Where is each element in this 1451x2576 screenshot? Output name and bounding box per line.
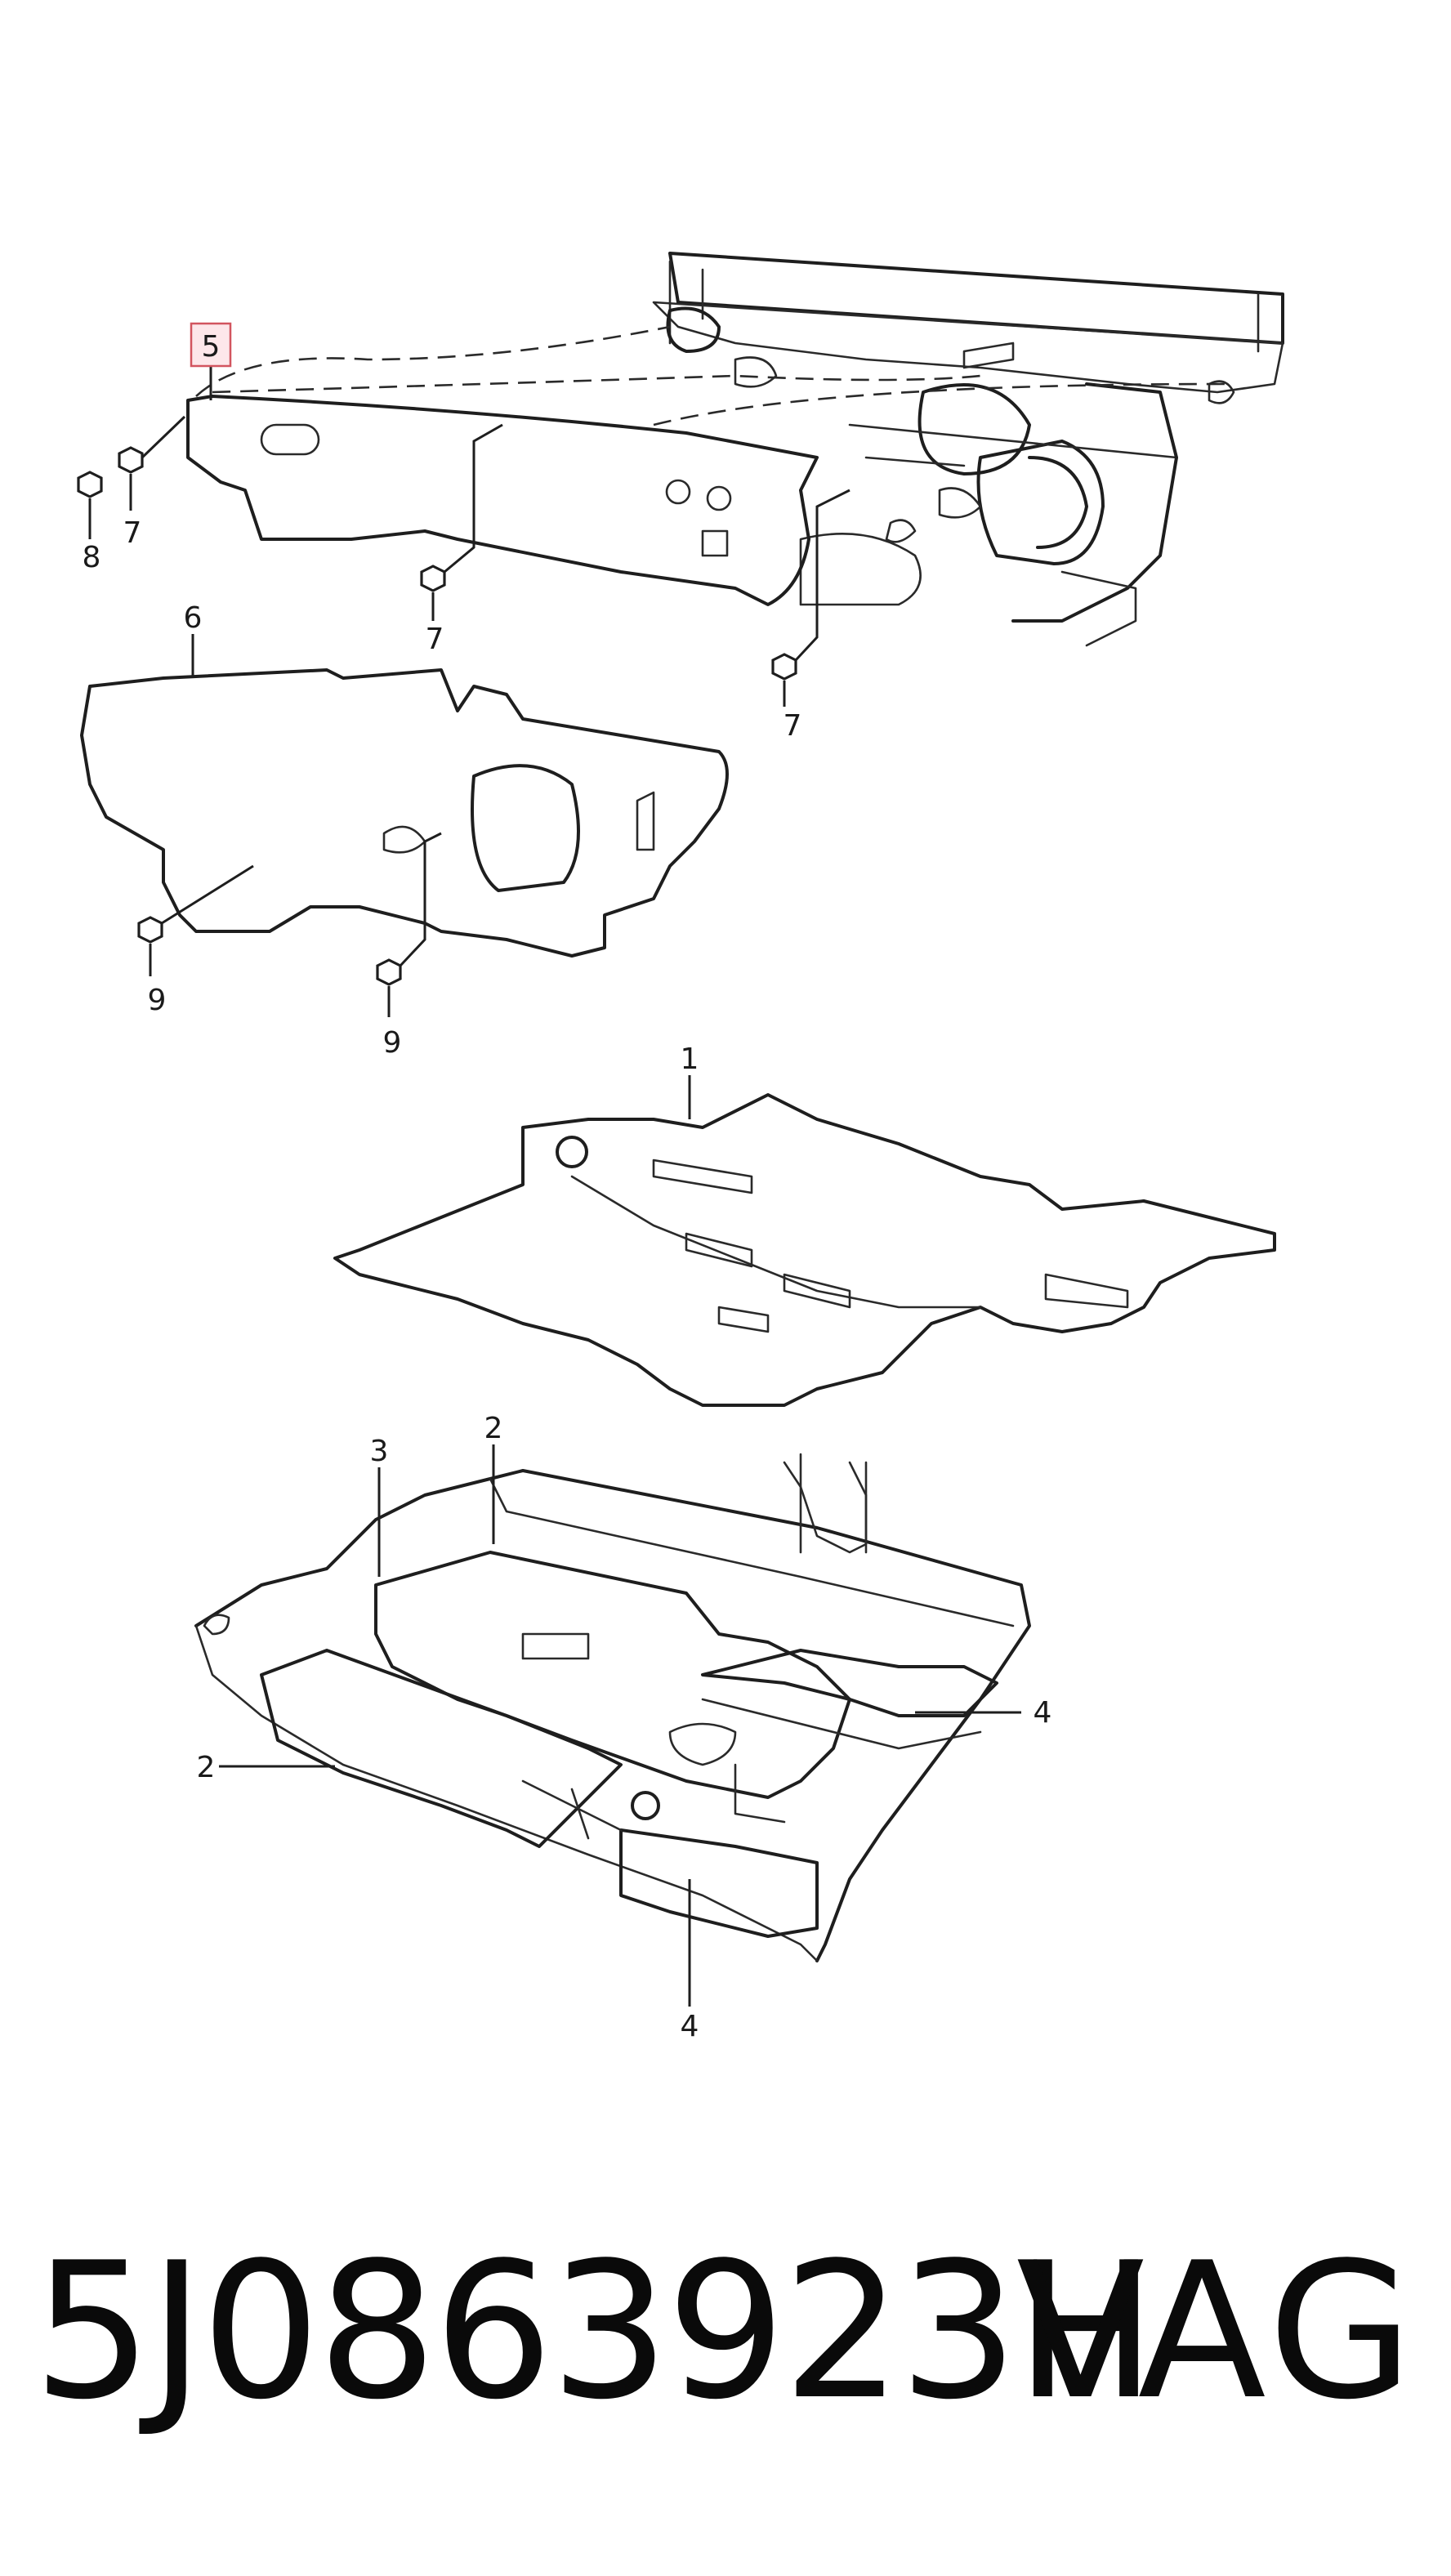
callout-5: 5	[202, 330, 221, 364]
callout-7: 7	[784, 709, 802, 743]
callout-9: 9	[148, 984, 167, 1017]
callout-3: 3	[370, 1435, 389, 1468]
floor-pan-structure	[194, 1453, 1031, 1962]
firewall-structure	[652, 252, 1284, 647]
parts-diagram: 1 2 2 3 4 4 5 6 7 7 7 8 9 9	[77, 252, 1284, 2043]
callout-labels: 1 2 2 3 4 4 5 6 7 7 7 8 9 9	[83, 330, 1052, 2043]
callout-7: 7	[123, 516, 142, 550]
insulation-part-5	[186, 325, 1226, 606]
part-number: 5J0863923H	[33, 2223, 1156, 2441]
callout-8: 8	[83, 541, 101, 574]
part-footer: 5J0863923H VAG	[0, 2239, 1451, 2459]
callout-6: 6	[184, 601, 203, 635]
callout-7: 7	[426, 623, 444, 656]
callout-5-highlight	[190, 322, 232, 368]
callout-4: 4	[681, 2010, 699, 2043]
fastener-leaders	[88, 366, 1021, 2007]
nut-icon	[77, 446, 797, 986]
callout-9: 9	[383, 1026, 402, 1060]
callout-2: 2	[484, 1412, 503, 1445]
callout-1: 1	[681, 1042, 699, 1076]
callout-2: 2	[197, 1751, 216, 1784]
brand-name: VAG	[1016, 2223, 1418, 2441]
callout-4: 4	[1034, 1696, 1052, 1730]
insulation-part-1	[333, 1093, 1276, 1407]
